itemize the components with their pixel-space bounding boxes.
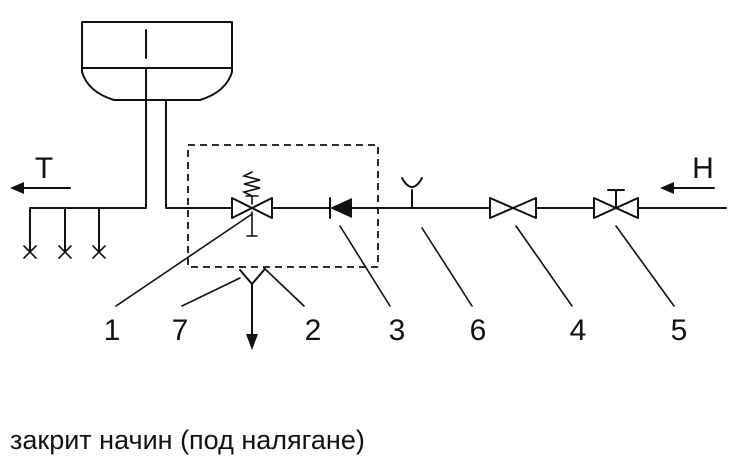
inlet-label: H bbox=[692, 152, 714, 185]
label-4: 4 bbox=[570, 314, 587, 347]
label-6: 6 bbox=[470, 314, 487, 347]
label-5: 5 bbox=[671, 314, 688, 347]
tank bbox=[81, 21, 233, 101]
tank-outlet-pipes bbox=[29, 67, 233, 253]
drain-valves bbox=[23, 207, 106, 259]
leader-lines bbox=[115, 213, 675, 307]
label-2: 2 bbox=[305, 314, 322, 347]
inlet-arrow bbox=[660, 182, 715, 194]
outlet-label: T bbox=[35, 152, 53, 185]
safety-valve-icon bbox=[231, 171, 273, 237]
outlet-arrow bbox=[10, 182, 71, 194]
label-7: 7 bbox=[172, 314, 189, 347]
label-1: 1 bbox=[104, 314, 121, 347]
test-port-icon bbox=[401, 177, 423, 209]
check-valve-icon bbox=[329, 197, 352, 219]
drain-funnel-icon bbox=[239, 269, 265, 350]
shutoff-valve-icon bbox=[489, 197, 537, 219]
reducing-valve-icon bbox=[593, 189, 639, 219]
caption: закрит начин (под налягане) bbox=[10, 425, 365, 455]
label-3: 3 bbox=[389, 314, 406, 347]
